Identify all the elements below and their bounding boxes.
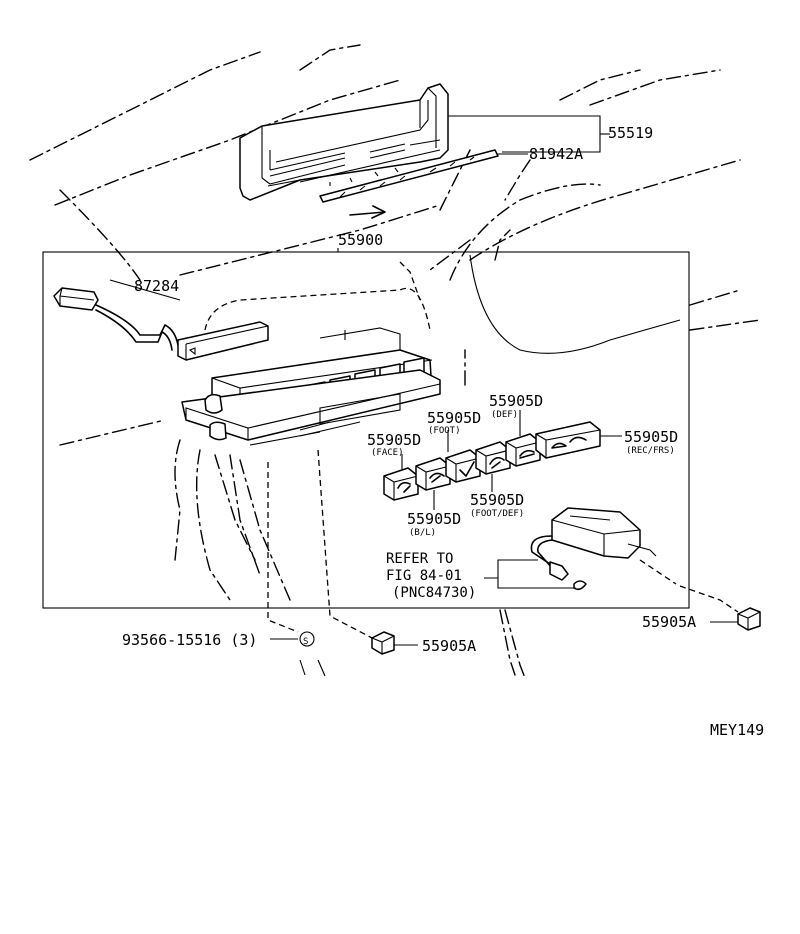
label-face-sub: (FACE): [371, 448, 404, 458]
label-55905a-right: 55905A: [642, 613, 696, 631]
lens-strip: [299, 149, 499, 203]
assembly-frame: [42, 251, 690, 609]
screw-symbol: S: [299, 631, 315, 647]
rec-frs-button: [535, 421, 601, 459]
label-55519: 55519: [608, 124, 653, 142]
screw-letter: S: [303, 637, 308, 647]
foot-button: [445, 449, 481, 483]
label-rec-sub: (REC/FRS): [626, 446, 675, 456]
face-button: [383, 467, 419, 501]
direction-arrow: [349, 205, 386, 219]
knob-center: [371, 631, 395, 655]
label-55905d-rec: 55905D: [624, 428, 678, 446]
diagram-code: MEY149: [710, 721, 764, 739]
label-87284: 87284: [134, 277, 179, 295]
foot-def-button: [475, 441, 511, 475]
label-81942a: 81942A: [529, 145, 583, 163]
label-55905d-footdef: 55905D: [470, 491, 524, 509]
label-bl-sub: (B/L): [409, 528, 436, 538]
label-93566: 93566-15516 (3): [122, 631, 257, 649]
label-55905a-center: 55905A: [422, 637, 476, 655]
refer-line-2: FIG 84-01: [386, 568, 462, 584]
label-55905d-def: 55905D: [489, 392, 543, 410]
bl-button: [415, 457, 451, 491]
wire-harness: [53, 287, 269, 361]
lamp-module: [530, 507, 677, 591]
cluster-finish-panel: [239, 83, 449, 201]
label-55905d-face: 55905D: [367, 431, 421, 449]
refer-line-3: (PNC84730): [392, 585, 476, 601]
knob-right: [737, 607, 761, 631]
def-button: [505, 433, 541, 467]
refer-line-1: REFER TO: [386, 551, 453, 567]
label-55900: 55900: [338, 231, 383, 249]
label-55905d-foot: 55905D: [427, 409, 481, 427]
heater-control-unit: [181, 327, 441, 446]
label-def-sub: (DEF): [491, 410, 518, 420]
label-footdef-sub: (FOOT/DEF): [470, 509, 524, 519]
label-foot-sub: (FOOT): [428, 426, 461, 436]
label-55905d-bl: 55905D: [407, 510, 461, 528]
